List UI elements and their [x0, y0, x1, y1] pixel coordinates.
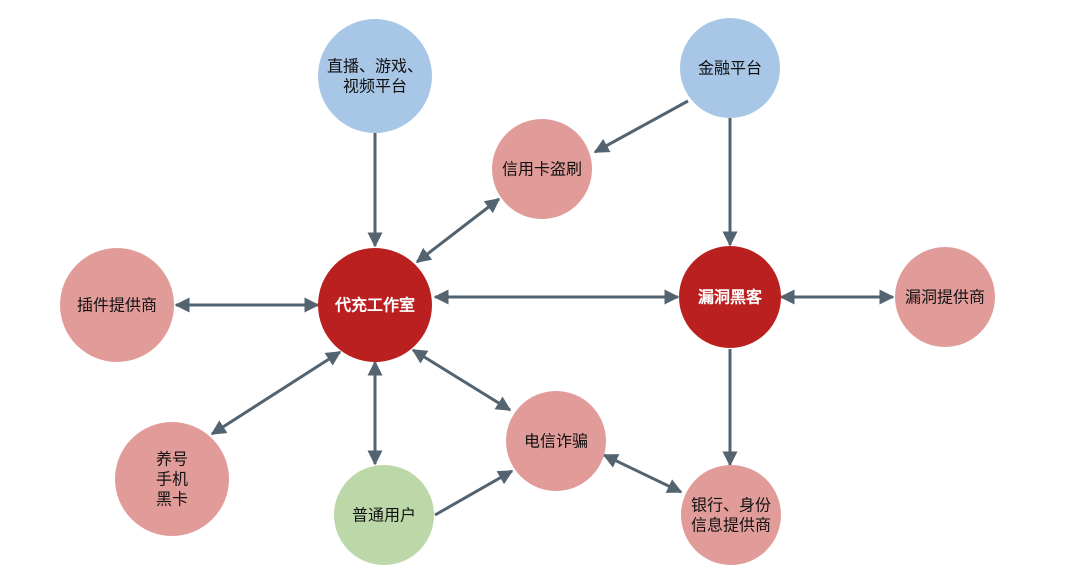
node-vulnerability-provider-label: 漏洞提供商 — [905, 288, 985, 307]
node-credit-card-fraud-label: 信用卡盗刷 — [502, 160, 582, 179]
node-recharge-studio-label: 代充工作室 — [334, 296, 415, 315]
edge-telecom-bankid — [602, 453, 683, 494]
node-telecom-fraud-circle — [506, 391, 606, 491]
node-plugin-provider-circle — [60, 248, 174, 362]
node-credit-card-fraud-circle — [492, 119, 592, 219]
node-live-game-video-platform-circle — [318, 19, 432, 133]
node-account-phone-card-label: 养号 — [156, 450, 188, 469]
node-finance-platform-label: 金融平台 — [698, 59, 762, 78]
edges — [174, 99, 895, 517]
node-plugin-provider-label: 插件提供商 — [77, 296, 157, 315]
node-credit-card-fraud[interactable]: 信用卡盗刷 — [492, 119, 592, 219]
node-recharge-studio[interactable]: 代充工作室 — [318, 248, 432, 362]
node-vulnerability-hacker-label: 漏洞黑客 — [698, 288, 763, 307]
node-live-game-video-platform-label: 直播、游戏、 — [327, 57, 423, 76]
edge-finance-to-creditcard — [593, 99, 689, 154]
node-telecom-fraud[interactable]: 电信诈骗 — [506, 391, 606, 491]
edge-studio-telecom — [411, 348, 512, 412]
edge-studio-creditcard — [415, 197, 501, 264]
node-live-game-video-platform-label: 视频平台 — [343, 77, 407, 96]
node-bank-id-provider-circle — [681, 465, 781, 565]
node-account-phone-card-circle — [115, 422, 229, 536]
node-account-phone-card-label: 手机 — [156, 470, 188, 489]
node-vulnerability-provider[interactable]: 漏洞提供商 — [895, 247, 995, 347]
node-ordinary-user-circle — [334, 465, 434, 565]
edge-studio-phonecard — [210, 350, 342, 436]
node-plugin-provider[interactable]: 插件提供商 — [60, 248, 174, 362]
node-recharge-studio-circle — [318, 248, 432, 362]
edge-user-to-telecom — [434, 469, 514, 517]
node-bank-id-provider-label: 信息提供商 — [691, 516, 771, 535]
node-ordinary-user[interactable]: 普通用户 — [334, 465, 434, 565]
node-ordinary-user-label: 普通用户 — [352, 506, 416, 525]
node-telecom-fraud-label: 电信诈骗 — [524, 432, 588, 451]
nodes: 直播、游戏、视频平台 金融平台 信用卡盗刷 插件提供商 代充工作室 漏洞黑客 漏… — [60, 18, 995, 565]
node-vulnerability-hacker[interactable]: 漏洞黑客 — [679, 246, 781, 348]
node-finance-platform[interactable]: 金融平台 — [680, 18, 780, 118]
node-vulnerability-provider-circle — [895, 247, 995, 347]
node-bank-id-provider-label: 银行、身份 — [691, 496, 771, 515]
node-live-game-video-platform[interactable]: 直播、游戏、视频平台 — [318, 19, 432, 133]
node-vulnerability-hacker-circle — [679, 246, 781, 348]
node-finance-platform-circle — [680, 18, 780, 118]
node-account-phone-card-label: 黑卡 — [156, 490, 188, 509]
